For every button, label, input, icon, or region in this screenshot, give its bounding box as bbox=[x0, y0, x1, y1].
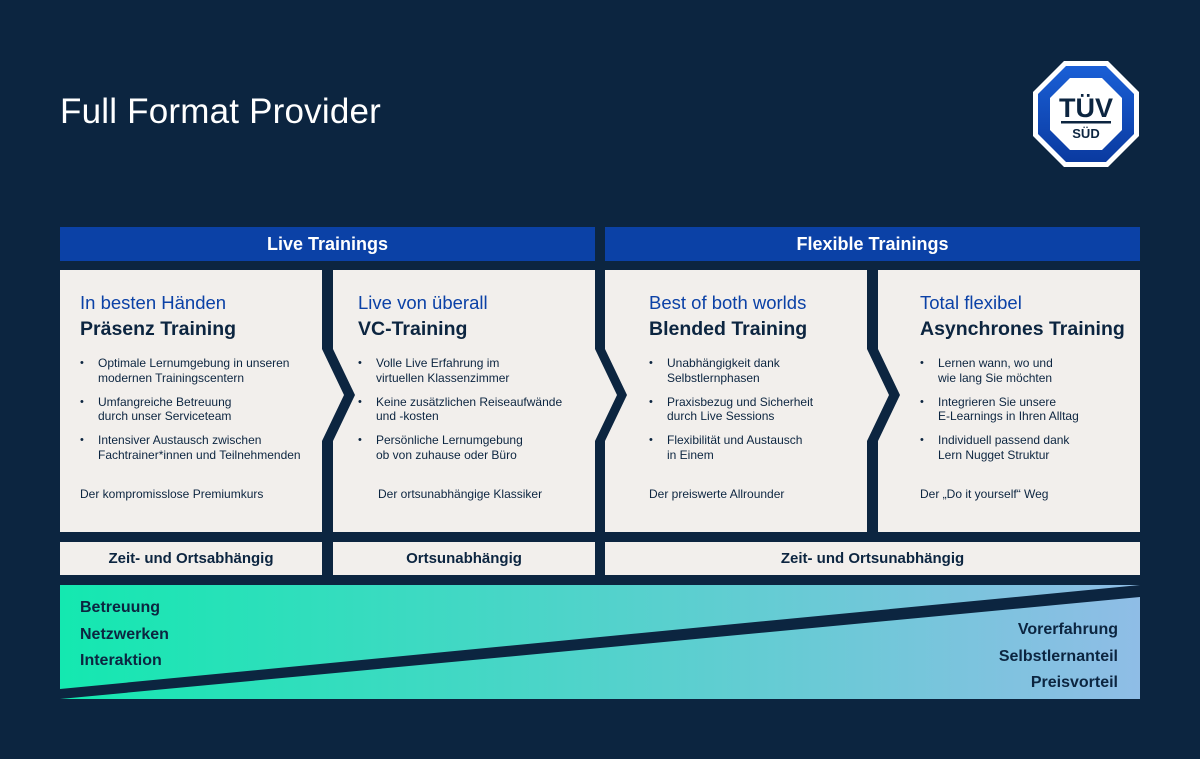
card-vc-training: Live von überall VC-Training Volle Live … bbox=[312, 270, 595, 532]
card-asynchrones-training: Total flexibel Asynchrones Training Lern… bbox=[857, 270, 1140, 532]
footer-ortsunabhaengig: Ortsunabhängig bbox=[333, 542, 595, 575]
footer-zeit-ortsabhaengig: Zeit- und Ortsabhängig bbox=[60, 542, 322, 575]
footer-zeit-ortsunabhaengig: Zeit- und Ortsunabhängig bbox=[605, 542, 1140, 575]
bullet-item: Praxisbezug und Sicherheit durch Live Se… bbox=[649, 395, 813, 425]
bullet-item: Persönliche Lernumgebung ob von zuhause … bbox=[358, 433, 562, 463]
wedge-label-betreuung: Betreuung bbox=[80, 599, 160, 616]
wedge-lower-area bbox=[60, 597, 1140, 699]
card-summary: Der preiswerte Allrounder bbox=[649, 487, 785, 501]
bullet-item: Keine zusätzlichen Reiseaufwände und -ko… bbox=[358, 395, 562, 425]
bullet-item: Individuell passend dank Lern Nugget Str… bbox=[920, 433, 1079, 463]
wedge-label-interaktion: Interaktion bbox=[80, 652, 162, 669]
wedge-label-selbstlernanteil: Selbstlernanteil bbox=[998, 647, 1118, 665]
bullet-item: Optimale Lernumgebung in unseren moderne… bbox=[80, 356, 301, 386]
card-summary: Der ortsunabhängige Klassiker bbox=[378, 487, 543, 501]
bullet-item: Unabhängigkeit dank Selbstlernphasen bbox=[649, 356, 813, 386]
page-title: Full Format Provider bbox=[60, 92, 382, 131]
card-title: Asynchrones Training bbox=[920, 318, 1125, 340]
wedge-upper-area bbox=[60, 585, 1140, 689]
wedge-label-netzwerken: Netzwerken bbox=[80, 625, 169, 643]
live-trainings-header: Live Trainings bbox=[60, 227, 595, 261]
card-title: Blended Training bbox=[649, 318, 808, 340]
bullet-item: Umfangreiche Betreuung durch unser Servi… bbox=[80, 395, 301, 425]
card-bullets: Unabhängigkeit dank Selbstlernphasen Pra… bbox=[649, 356, 813, 472]
card-bullets: Optimale Lernumgebung in unseren moderne… bbox=[80, 356, 301, 472]
card-subtitle: Total flexibel bbox=[920, 292, 1022, 313]
card-subtitle: Best of both worlds bbox=[649, 292, 807, 313]
bullet-item: Volle Live Erfahrung im virtuellen Klass… bbox=[358, 356, 562, 386]
card-blended-training: Best of both worlds Blended Training Una… bbox=[585, 270, 868, 532]
wedge-label-vorerfahrung: Vorerfahrung bbox=[1017, 621, 1118, 638]
card-summary: Der „Do it yourself“ Weg bbox=[920, 487, 1049, 501]
wedge-label-preisvorteil: Preisvorteil bbox=[1030, 674, 1118, 691]
card-title: Präsenz Training bbox=[80, 318, 237, 340]
logo-text-sud: SÜD bbox=[1072, 126, 1099, 141]
wedge-left-labels: Betreuung Netzwerken Interaktion bbox=[80, 595, 169, 675]
card-summary: Der kompromisslose Premiumkurs bbox=[80, 487, 264, 501]
card-bullets: Volle Live Erfahrung im virtuellen Klass… bbox=[358, 356, 562, 472]
card-title: VC-Training bbox=[358, 318, 468, 340]
flexible-trainings-header: Flexible Trainings bbox=[605, 227, 1140, 261]
card-subtitle: Live von überall bbox=[358, 292, 488, 313]
bullet-item: Intensiver Austausch zwischen Fachtraine… bbox=[80, 433, 301, 463]
bullet-item: Integrieren Sie unsere E-Learnings in Ih… bbox=[920, 395, 1079, 425]
tuv-sud-logo: TÜV SÜD bbox=[1032, 60, 1140, 168]
bullet-item: Flexibilität und Austausch in Einem bbox=[649, 433, 813, 463]
wedge-right-labels: Vorerfahrung Selbstlernanteil Preisvorte… bbox=[999, 617, 1118, 697]
comparison-wedge bbox=[60, 585, 1140, 699]
logo-text-tuv: TÜV bbox=[1059, 93, 1113, 123]
card-bullets: Lernen wann, wo und wie lang Sie möchten… bbox=[920, 356, 1079, 472]
card-subtitle: In besten Händen bbox=[80, 292, 227, 313]
bullet-item: Lernen wann, wo und wie lang Sie möchten bbox=[920, 356, 1079, 386]
card-praesenz-training: In besten Händen Präsenz Training Optima… bbox=[60, 270, 322, 532]
